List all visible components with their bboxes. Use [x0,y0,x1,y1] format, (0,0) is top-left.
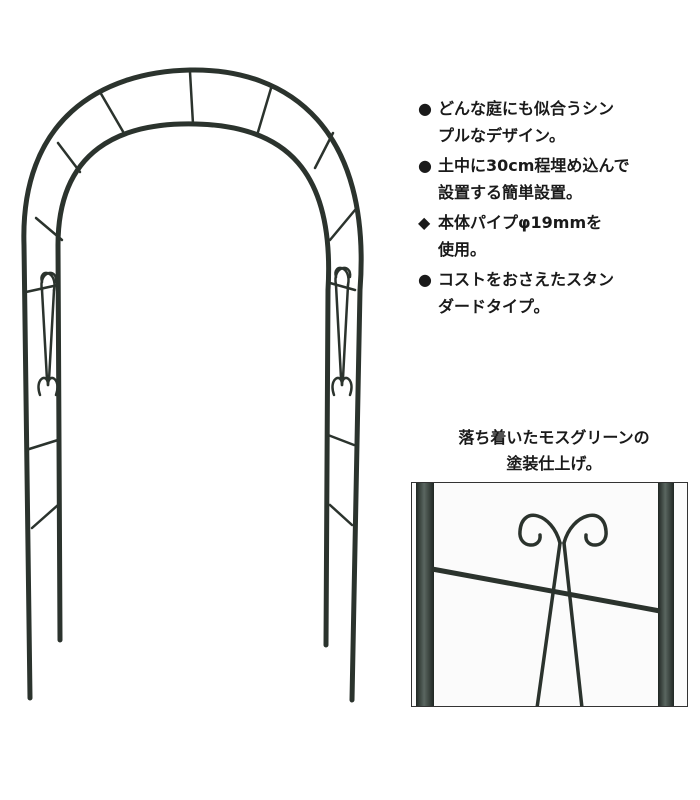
garden-arch-image [21,67,364,703]
finish-caption: 落ち着いたモスグリーンの 塗装仕上げ。 [458,428,650,473]
feature-text: どんな庭にも似合うシン プルなデザイン。 [438,99,615,145]
feature-text: 土中に30cm程埋め込んで 設置する簡単設置。 [438,156,630,202]
detail-closeup-image [411,482,688,707]
bullet-icon: ● [418,156,432,175]
feature-item: ◆ 本体パイプφ19mmを 使用。 [418,209,688,263]
bullet-icon: ● [418,99,432,118]
feature-item: ● どんな庭にも似合うシン プルなデザイン。 [418,95,688,149]
diamond-bullet-icon: ◆ [418,213,431,232]
bullet-icon: ● [418,270,432,289]
feature-list: ● どんな庭にも似合うシン プルなデザイン。 ● 土中に30cm程埋め込んで 設… [418,95,688,323]
feature-text: 本体パイプφ19mmを 使用。 [438,213,603,259]
feature-item: ● コストをおさえたスタン ダードタイプ。 [418,266,688,320]
feature-item: ● 土中に30cm程埋め込んで 設置する簡単設置。 [418,152,688,206]
feature-text: コストをおさえたスタン ダードタイプ。 [438,270,615,316]
